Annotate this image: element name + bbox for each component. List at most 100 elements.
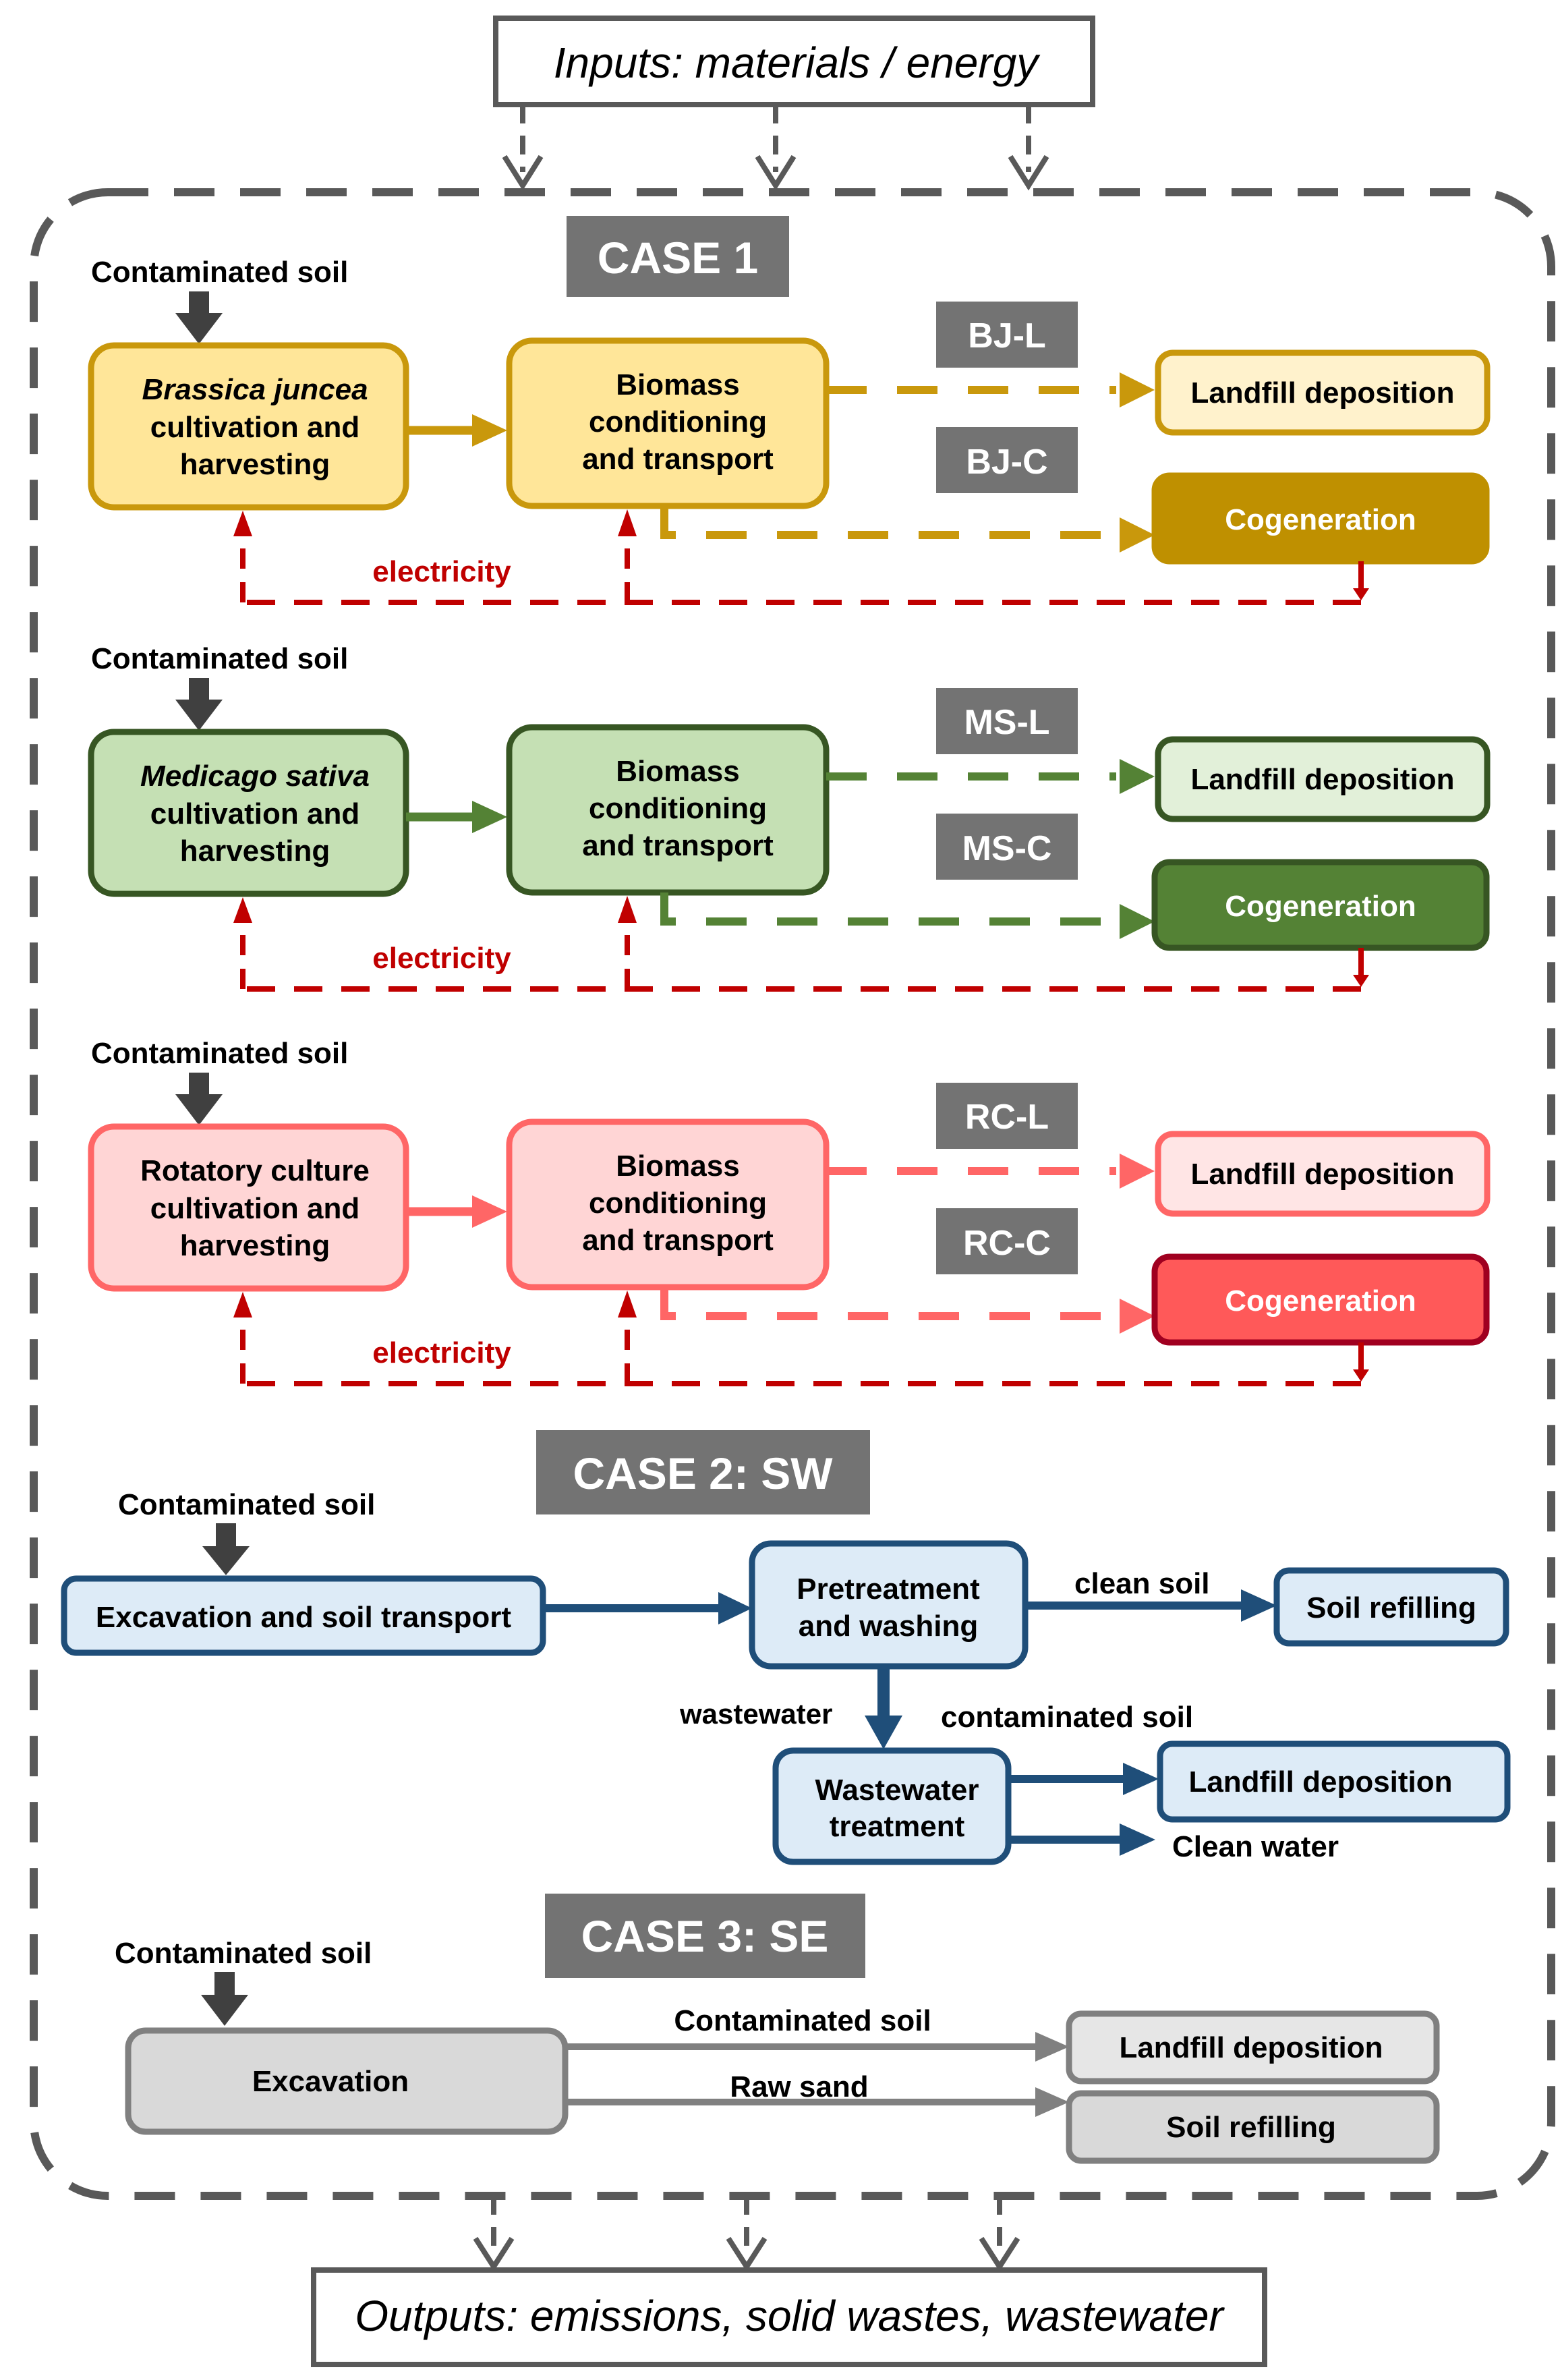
case3-title: CASE 3: SE bbox=[581, 1911, 829, 1961]
case2-landfill-label: Landfill deposition bbox=[1188, 1765, 1452, 1798]
cogeneration-label: Cogeneration bbox=[1225, 503, 1416, 536]
soil-down-arrowhead bbox=[175, 700, 223, 731]
case2-wastewater-label: wastewater bbox=[679, 1698, 832, 1730]
landfill-label: Landfill deposition bbox=[1190, 376, 1454, 409]
case2-wwt-line1: Wastewater bbox=[815, 1774, 979, 1807]
soil-down-arrow bbox=[189, 291, 209, 316]
outputs-box bbox=[311, 2267, 1267, 2367]
case2-title-bg bbox=[536, 1430, 870, 1514]
biomass-line3: and transport bbox=[582, 829, 774, 862]
biomass-line1: Biomass bbox=[616, 755, 739, 788]
landfill-label: Landfill deposition bbox=[1190, 763, 1454, 796]
crop-line3: harvesting bbox=[180, 834, 330, 868]
crop-to-biomass-arrowhead bbox=[472, 1195, 507, 1228]
contaminated-soil-label: Contaminated soil bbox=[91, 256, 348, 289]
inputs-label: Inputs: materials / energy bbox=[554, 38, 1041, 87]
crop-line3: harvesting bbox=[180, 1229, 330, 1262]
biomass-line1: Biomass bbox=[616, 1150, 739, 1183]
biomass-line2: conditioning bbox=[589, 405, 767, 438]
case2-clean-soil-label: clean soil bbox=[1074, 1567, 1210, 1600]
electricity-label: electricity bbox=[372, 1336, 511, 1369]
crop-name: Rotatory culture bbox=[140, 1154, 370, 1187]
scenario-tag-landfill: RC-L bbox=[965, 1098, 1049, 1137]
case2-pretreatment-line2: and washing bbox=[799, 1610, 978, 1643]
scenario-tag-landfill-bg bbox=[936, 302, 1078, 368]
biomass-line2: conditioning bbox=[589, 792, 767, 825]
cogeneration-box bbox=[1151, 472, 1490, 565]
output-arrows bbox=[473, 2196, 1020, 2272]
case3-contaminated-soil-label: Contaminated soil bbox=[115, 1937, 372, 1970]
case2-contaminated-soil-label: Contaminated soil bbox=[118, 1488, 375, 1521]
landfill-box bbox=[1155, 349, 1491, 436]
electricity-down-arrowhead bbox=[1353, 588, 1369, 600]
case2-title: CASE 2: SW bbox=[573, 1448, 833, 1498]
case3-soil-refilling-box bbox=[1066, 2090, 1440, 2164]
soil-down-arrowhead bbox=[175, 1094, 223, 1125]
biomass-to-cogeneration-arrow bbox=[660, 506, 1116, 539]
case3-arrows bbox=[565, 2032, 1069, 2117]
cogeneration-box bbox=[1151, 859, 1490, 951]
biomass-to-landfill-arrowhead bbox=[1120, 1154, 1155, 1189]
electricity-label: electricity bbox=[372, 555, 511, 588]
case1-title: CASE 1 bbox=[598, 233, 758, 283]
landfill-box bbox=[1155, 736, 1491, 822]
biomass-line3: and transport bbox=[582, 1224, 774, 1257]
crop-line2: cultivation and bbox=[150, 797, 359, 830]
crop-to-biomass-arrowhead bbox=[472, 414, 507, 447]
case3-excavation-box bbox=[125, 2027, 569, 2135]
scenario-tag-landfill-bg bbox=[936, 688, 1078, 754]
biomass-to-cogeneration-arrowhead bbox=[1120, 1299, 1155, 1334]
electricity-label: electricity bbox=[372, 942, 511, 975]
case2-soil-down-arrow bbox=[202, 1523, 250, 1575]
case2-landfill-box bbox=[1157, 1740, 1511, 1823]
biomass-to-cogeneration-arrowhead bbox=[1120, 904, 1155, 939]
system-boundary bbox=[30, 188, 1555, 2200]
electricity-to-crop-arrowhead bbox=[233, 897, 252, 923]
electricity-to-biomass-arrowhead bbox=[618, 509, 637, 536]
scenario-tag-landfill: MS-L bbox=[964, 703, 1049, 742]
case2-arrows bbox=[543, 1589, 1277, 1856]
case2-soil-refilling-box bbox=[1273, 1567, 1509, 1647]
electricity-to-crop-arrowhead bbox=[233, 1292, 252, 1318]
case2-pretreatment-line1: Pretreatment bbox=[797, 1572, 980, 1606]
case2-contaminated-soil-flow-label: contaminated soil bbox=[941, 1701, 1193, 1734]
case3-soil-down-arrow bbox=[201, 1972, 248, 2026]
soil-down-arrow bbox=[189, 678, 209, 702]
crop-line3: harvesting bbox=[180, 448, 330, 481]
electricity-to-biomass-arrowhead bbox=[618, 1291, 637, 1318]
scenario-tag-landfill-bg bbox=[936, 1083, 1078, 1149]
case2-wwt-line2: treatment bbox=[830, 1810, 965, 1843]
crop-name: Brassica juncea bbox=[142, 373, 368, 406]
case2-excavation-box bbox=[61, 1575, 546, 1656]
case3-excavation-label: Excavation bbox=[252, 2065, 409, 2098]
case3-raw-sand-label: Raw sand bbox=[730, 2070, 868, 2103]
soil-down-arrowhead bbox=[175, 313, 223, 344]
case2: CASE 2: SW Contaminated soil Excavation … bbox=[61, 1430, 1511, 1865]
case3-landfill-box bbox=[1066, 2010, 1440, 2085]
outputs-label: Outputs: emissions, solid wastes, wastew… bbox=[355, 2292, 1225, 2340]
electricity-to-crop-arrowhead bbox=[233, 511, 252, 536]
crop-line2: cultivation and bbox=[150, 1192, 359, 1225]
case2-clean-water-label: Clean water bbox=[1172, 1830, 1339, 1863]
soil-down-arrow bbox=[189, 1073, 209, 1097]
scenario-tag-cogen-bg bbox=[936, 814, 1078, 880]
crop-to-biomass-arrowhead bbox=[472, 801, 507, 833]
biomass-to-cogeneration-arrowhead bbox=[1120, 517, 1155, 552]
biomass-line1: Biomass bbox=[616, 368, 739, 401]
scenario-tag-cogen: RC-C bbox=[963, 1224, 1051, 1263]
case2-soil-refilling-label: Soil refilling bbox=[1306, 1591, 1476, 1624]
crop-line2: cultivation and bbox=[150, 411, 359, 444]
biomass-to-landfill-arrowhead bbox=[1120, 759, 1155, 794]
contaminated-soil-label: Contaminated soil bbox=[91, 642, 348, 675]
contaminated-soil-label: Contaminated soil bbox=[91, 1037, 348, 1070]
biomass-line2: conditioning bbox=[589, 1187, 767, 1220]
biomass-to-cogeneration-arrow bbox=[660, 1287, 1116, 1320]
cogeneration-label: Cogeneration bbox=[1225, 1284, 1416, 1318]
landfill-label: Landfill deposition bbox=[1190, 1158, 1454, 1191]
case3-landfill-label: Landfill deposition bbox=[1119, 2031, 1383, 2064]
scenario-tag-cogen: BJ-C bbox=[966, 443, 1047, 482]
electricity-down-arrowhead bbox=[1353, 975, 1369, 987]
